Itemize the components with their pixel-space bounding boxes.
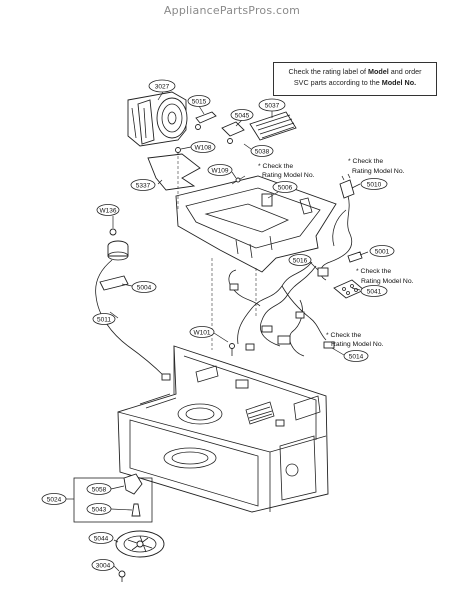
callout-5014: 5014 [343,350,369,362]
label-5006: 5006 [278,184,293,191]
check-note-line: Rating Model No. [262,172,315,179]
label-5011: 5011 [97,316,111,323]
callout-5001: 5001 [369,245,395,257]
note-line-2: SVC parts according to the Model No. [278,77,432,88]
part-5010-power-cord [320,173,355,281]
part-5337-plate [147,153,201,191]
note-text: and order [388,67,422,76]
label-w136: W136 [100,207,117,214]
callout-5058: 5058 [86,483,112,495]
callout-5337: 5337 [130,179,156,191]
note-text: Check the rating label of [288,67,368,76]
callout-5004: 5004 [131,281,157,293]
label-5001: 5001 [375,248,390,255]
part-5043-shaft [131,503,141,517]
label-5058: 5058 [92,486,107,493]
label-5041: 5041 [367,288,382,295]
label-5045: 5045 [235,112,250,119]
callout-3004: 3004 [91,559,115,571]
label-5044: 5044 [94,535,109,542]
part-w136-sensor [107,228,129,261]
part-5044-stirrer-fan [115,530,165,558]
label-5038: 5038 [255,148,270,155]
check-note-5041: * Check the Rating Model No. [356,268,414,285]
label-5015: 5015 [192,98,207,105]
label-w108: W108 [195,144,212,151]
label-5014: 5014 [349,353,364,360]
label-5016: 5016 [293,257,308,264]
callout-3027: 3027 [148,79,176,93]
label-3027: 3027 [155,83,170,90]
check-note-line: Rating Model No. [361,278,414,285]
part-5006-base-plate [175,175,337,273]
callout-w108: W108 [190,141,216,153]
screw-w109 [235,177,241,183]
callout-5043: 5043 [86,503,112,515]
part-5037-grille [249,111,297,141]
part-5015-bracket [195,111,217,130]
check-note-5014: * Check the Rating Model No. [326,332,384,348]
label-5043: 5043 [92,506,107,513]
note-bold-model: Model [367,67,389,76]
part-5045 [221,121,245,144]
check-note-line: Rating Model No. [352,168,405,175]
note-text: SVC parts according to the [293,78,382,87]
stirrer-group-box [73,477,153,523]
site-watermark: AppliancePartsPros.com [163,4,301,17]
callout-5010: 5010 [360,178,388,190]
check-note-5006: * Check the Rating Model No. [258,163,315,179]
part-5058 [123,473,143,495]
oven-cavity-frame [117,345,329,513]
label-3004: 3004 [96,562,111,569]
callout-w136: W136 [96,204,120,216]
check-note-line: Rating Model No. [331,341,384,348]
callout-5037: 5037 [258,98,286,112]
callout-5024: 5024 [41,493,67,505]
label-5004: 5004 [137,284,152,291]
callout-5016: 5016 [288,254,312,266]
label-5337: 5337 [136,182,151,189]
label-5024: 5024 [47,496,62,503]
callout-w101: W101 [189,326,215,338]
note-bold-model-no: Model No. [381,78,417,87]
callout-5038: 5038 [250,145,274,157]
part-5001 [347,251,363,263]
callout-5011: 5011 [92,313,116,325]
check-note-line: * Check the [356,268,391,275]
screw-3004 [118,570,126,582]
label-5037: 5037 [265,102,280,109]
callout-5041: 5041 [360,285,388,297]
label-5010: 5010 [367,181,382,188]
check-note-line: * Check the [258,163,293,170]
callout-w109: W109 [207,164,233,176]
label-w101: W101 [194,329,211,336]
fan-motor-assembly [127,91,188,147]
part-5041-terminal-block [333,279,365,299]
check-note-5010: * Check the Rating Model No. [348,158,405,175]
callout-5015: 5015 [187,95,211,107]
callout-5045: 5045 [230,109,254,121]
callout-5044: 5044 [88,532,114,544]
note-line-1: Check the rating label of Model and orde… [278,66,432,77]
check-note-line: * Check the [326,332,361,339]
screw-w101 [229,343,235,356]
check-note-line: * Check the [348,158,383,165]
part-5014-wire-harness [228,261,335,357]
callout-5006: 5006 [272,181,298,193]
label-w109: W109 [212,167,229,174]
rating-label-note: Check the rating label of Model and orde… [273,62,437,96]
